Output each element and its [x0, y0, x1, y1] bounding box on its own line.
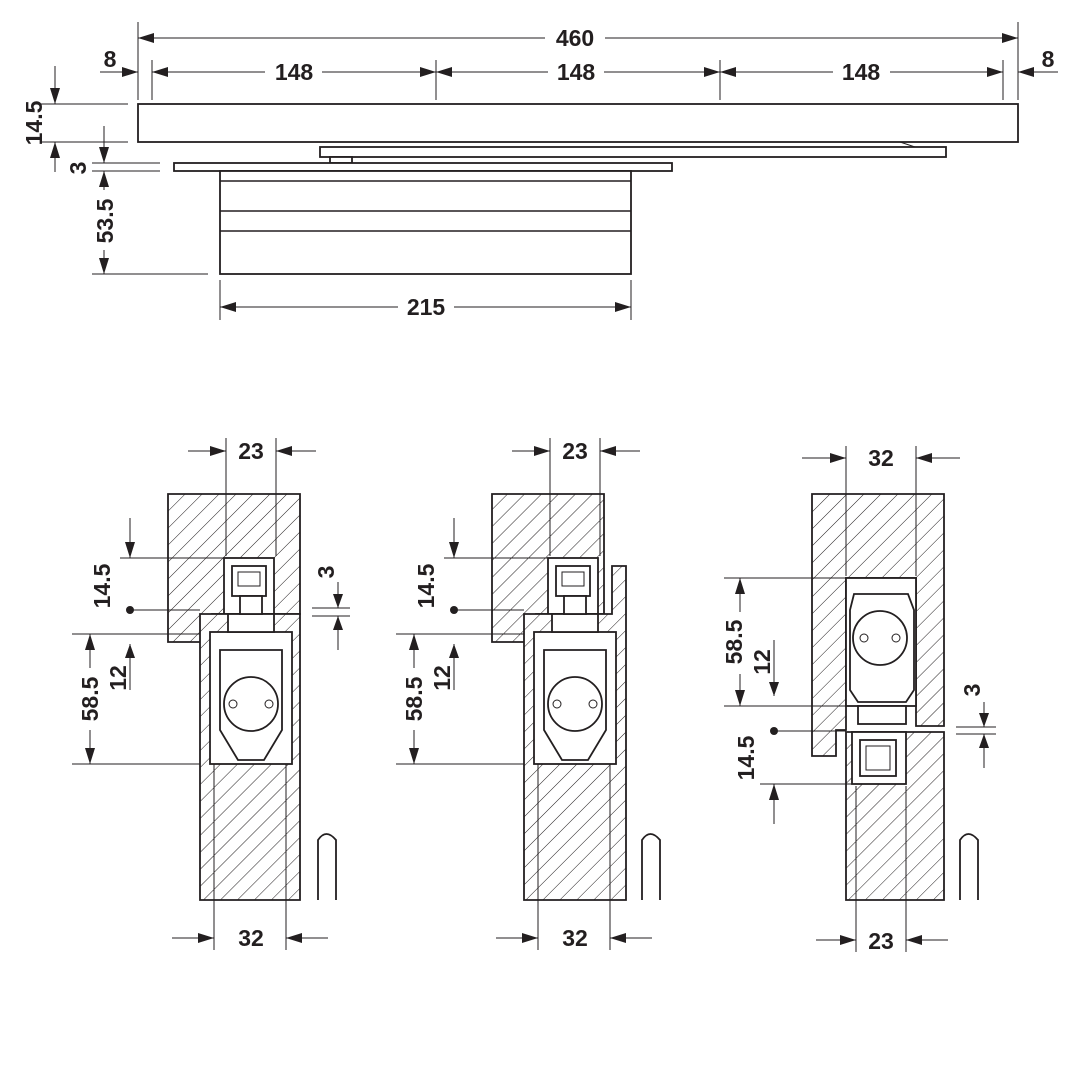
s3-dim-offset: 12	[749, 649, 775, 675]
s2-dim-top-width: 23	[562, 438, 588, 464]
dim-rail-height: 14.5	[21, 100, 47, 145]
section-view-2: 23 14.5 58.5 12 32	[396, 438, 661, 951]
dim-segment-1: 148	[275, 59, 314, 85]
dim-segment-3: 148	[842, 59, 881, 85]
guide-rail	[137, 103, 1019, 143]
s2-dim-bottom-width: 32	[562, 925, 588, 951]
s1-dim-rail-height: 14.5	[89, 563, 115, 608]
dim-overall-length: 460	[556, 25, 594, 51]
s2-dim-rail-height: 14.5	[413, 563, 439, 608]
s3-dim-gap: 3	[959, 684, 985, 697]
dim-body-length: 215	[407, 294, 446, 320]
slide-arm	[319, 146, 947, 158]
s2-dim-body-depth: 58.5	[401, 676, 427, 721]
s1-dim-offset: 12	[105, 665, 131, 691]
s3-dim-bottom-width: 23	[868, 928, 894, 954]
dim-margin-left: 8	[104, 46, 117, 72]
elevation-view: 460 148 148 148 8 8 14.5	[21, 22, 1058, 320]
s1-dim-bottom-width: 32	[238, 925, 264, 951]
s2-dim-offset: 12	[429, 665, 455, 691]
dim-body-height: 53.5	[92, 198, 118, 243]
s1-dim-body-depth: 58.5	[77, 676, 103, 721]
section-view-3: 32 58.5 12 14.5 3 23	[721, 445, 996, 954]
s1-dim-top-width: 23	[238, 438, 264, 464]
s3-dim-top-width: 32	[868, 445, 894, 471]
mounting-plate	[173, 162, 673, 172]
s3-dim-body-depth: 58.5	[721, 619, 747, 664]
dim-margin-right: 8	[1042, 46, 1055, 72]
closer-body	[219, 170, 632, 275]
dim-plate-gap: 3	[65, 162, 91, 175]
s1-dim-gap: 3	[313, 566, 339, 579]
s3-dim-rail-height: 14.5	[733, 735, 759, 780]
section-view-1: 23 14.5 3 58.5 12 32	[72, 438, 350, 951]
dim-segment-2: 148	[557, 59, 596, 85]
